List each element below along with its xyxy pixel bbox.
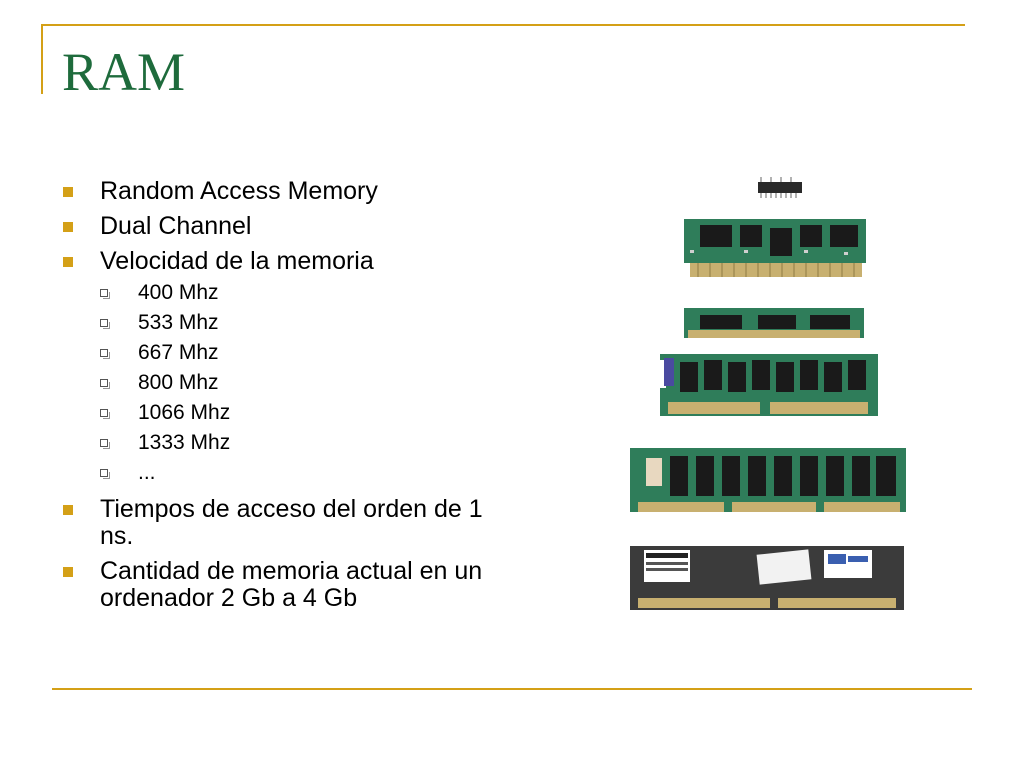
sub-bullet-item: 1066 Mhz [98, 398, 500, 428]
sub-bullet-text: 667 Mhz [138, 341, 219, 364]
hollow-square-bullet-icon [100, 289, 110, 299]
square-bullet-icon [63, 187, 73, 197]
bullet-item: Random Access Memory [60, 178, 500, 205]
dip-chip-illustration [758, 177, 802, 198]
hollow-square-bullet-icon [100, 379, 110, 389]
bullet-text: Dual Channel [100, 212, 252, 240]
square-bullet-icon [63, 505, 73, 515]
hollow-square-bullet-icon [100, 319, 110, 329]
sub-bullet-item: 667 Mhz [98, 338, 500, 368]
bullet-text: Velocidad de la memoria [100, 247, 374, 275]
square-bullet-icon [63, 222, 73, 232]
bullet-item: Cantidad de memoria actual en un ordenad… [60, 558, 500, 612]
sub-bullet-item: 800 Mhz [98, 368, 500, 398]
slide-title: RAM [62, 42, 186, 102]
simm-30pin-module-illustration [684, 219, 866, 277]
square-bullet-icon [63, 567, 73, 577]
footer-divider-line [52, 688, 972, 690]
hollow-square-bullet-icon [100, 439, 110, 449]
sub-bullet-text: ... [138, 461, 156, 484]
sub-bullet-item: ... [98, 458, 500, 488]
sub-bullet-item: 400 Mhz [98, 278, 500, 308]
bullet-list: Random Access Memory Dual Channel Veloci… [60, 178, 500, 620]
dimm-168pin-module-illustration [630, 448, 906, 512]
slide-frame-top-line [41, 24, 965, 26]
simm-thin-module-illustration [684, 308, 864, 338]
ddr-dimm-module-illustration [630, 546, 904, 610]
sub-bullet-text: 800 Mhz [138, 371, 219, 394]
ram-modules-image [630, 177, 906, 610]
sub-bullet-text: 533 Mhz [138, 311, 219, 334]
sub-bullet-text: 400 Mhz [138, 281, 219, 304]
hollow-square-bullet-icon [100, 349, 110, 359]
slide-frame-left-line [41, 24, 43, 94]
bullet-item: Tiempos de acceso del orden de 1 ns. [60, 496, 500, 550]
hollow-square-bullet-icon [100, 469, 110, 479]
sub-bullet-text: 1333 Mhz [138, 431, 231, 454]
simm-72pin-module-illustration [658, 354, 878, 416]
sub-bullet-item: 1333 Mhz [98, 428, 500, 458]
square-bullet-icon [63, 257, 73, 267]
sub-bullet-list: 400 Mhz 533 Mhz 667 Mhz 800 Mhz 1066 Mhz… [98, 278, 500, 488]
sub-bullet-text: 1066 Mhz [138, 401, 231, 424]
bullet-item: Dual Channel [60, 213, 500, 240]
bullet-text: Cantidad de memoria actual en un ordenad… [100, 557, 483, 612]
bullet-item: Velocidad de la memoria 400 Mhz 533 Mhz … [60, 248, 500, 488]
bullet-text: Random Access Memory [100, 177, 378, 205]
bullet-text: Tiempos de acceso del orden de 1 ns. [100, 495, 483, 550]
sub-bullet-item: 533 Mhz [98, 308, 500, 338]
hollow-square-bullet-icon [100, 409, 110, 419]
